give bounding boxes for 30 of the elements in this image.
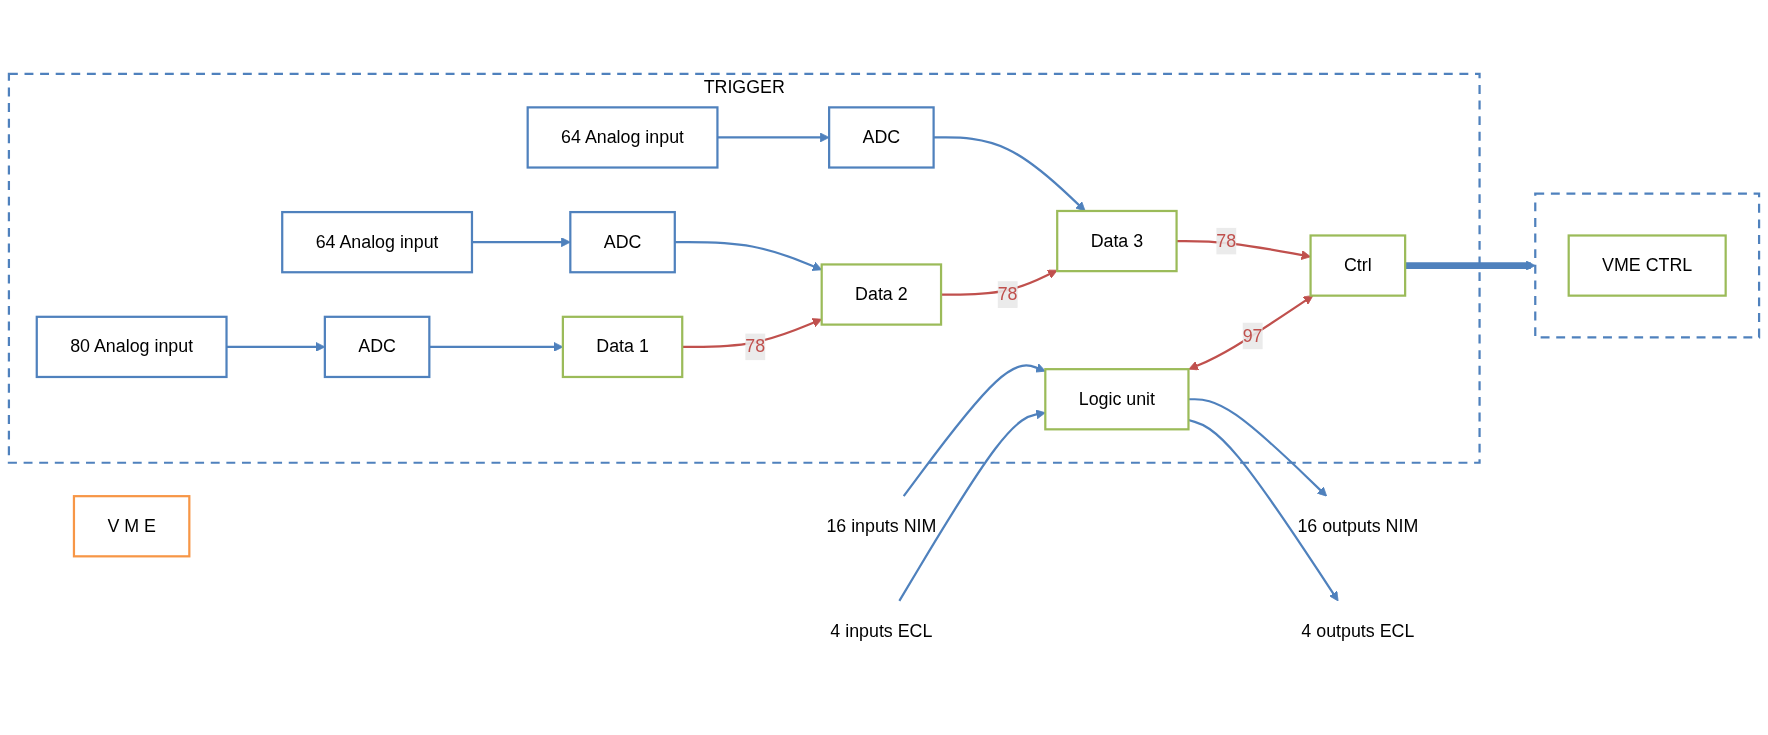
arrow: [471, 237, 571, 248]
arrow: [717, 132, 830, 143]
arrow: [1188, 295, 1314, 371]
node-box: VME CTRL: [1567, 234, 1727, 297]
node-box: 64 Analog input: [281, 210, 474, 274]
edge-label: 78: [997, 284, 1018, 304]
edge-label: 97: [1242, 325, 1263, 345]
node-box: ADC: [828, 106, 935, 169]
node-box: Data 3: [1056, 209, 1178, 273]
node-box: ADC: [569, 210, 676, 274]
node-text: 16 outputs NIM: [1297, 516, 1419, 536]
node-text: 4 outputs ECL: [1301, 620, 1415, 640]
arrow: [1188, 418, 1339, 602]
arrow: [902, 363, 1046, 497]
node-box: Data 1: [561, 315, 684, 379]
node-box: Data 2: [820, 263, 943, 326]
node-text: 4 inputs ECL: [830, 620, 933, 640]
cluster: [1534, 192, 1761, 339]
node-text: 16 inputs NIM: [826, 516, 937, 536]
arrow: [1405, 260, 1536, 271]
node-box: Ctrl: [1309, 234, 1407, 297]
node-box: 64 Analog input: [526, 106, 719, 169]
edge-label: 78: [745, 336, 766, 356]
arrow: [898, 409, 1046, 602]
node-box: V M E: [72, 495, 191, 558]
edge-label: 78: [1216, 231, 1237, 250]
node-box: ADC: [323, 315, 431, 379]
node-box: 80 Analog input: [35, 315, 228, 379]
node-box: Logic unit: [1044, 368, 1190, 431]
arrow: [1188, 398, 1328, 497]
